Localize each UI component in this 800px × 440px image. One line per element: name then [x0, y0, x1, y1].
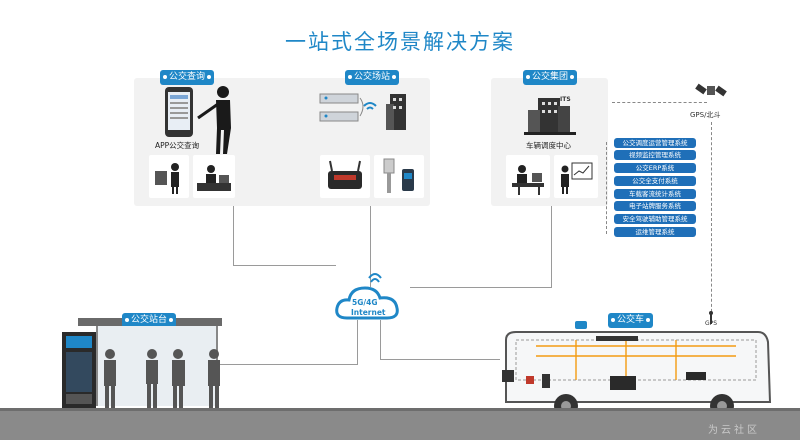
- connector-cloud-stop-h: [212, 364, 358, 365]
- tag-bus-group: 公交集团: [523, 70, 578, 85]
- connector-group-horizontal: [410, 287, 552, 288]
- router-icon: [328, 160, 362, 189]
- desk-user-icon: [197, 165, 231, 191]
- tag-bus-stop: 公交站台: [122, 313, 177, 328]
- card-operator: [506, 155, 550, 198]
- card-kiosk-user: [149, 155, 189, 198]
- person-pointing-icon: [197, 86, 231, 154]
- connector-query-horizontal: [233, 265, 336, 266]
- server-rack-icon: [319, 93, 364, 122]
- tag-bus: 公交车: [608, 313, 654, 328]
- system-item-dispatch: 公交调度运营管理系统: [614, 138, 696, 148]
- e-stop-sign-kiosk-icon: [62, 332, 96, 408]
- cloud-label-network: 5G/4G: [352, 298, 378, 307]
- road: [0, 410, 800, 440]
- operator-at-desk-icon: [512, 165, 544, 195]
- connector-cloud-stop: [357, 320, 358, 365]
- satellite-label: GPS/北斗: [690, 111, 721, 119]
- phone-icon: [165, 87, 193, 137]
- card-presenter: [554, 155, 598, 198]
- caption-dispatch-center: 车辆调度中心: [526, 141, 571, 150]
- system-item-maintenance: 运维管理系统: [614, 227, 696, 237]
- waiting-passengers-icon: [104, 349, 220, 408]
- systems-bracket: [606, 142, 607, 234]
- connector-cloud-bus-h: [380, 359, 500, 360]
- card-router: [320, 155, 370, 198]
- camera-icon: [575, 321, 587, 329]
- system-item-erp: 公交ERP系统: [614, 163, 696, 173]
- bus-antenna-icon: [709, 311, 713, 324]
- kiosk-user-icon: [155, 163, 179, 194]
- cloud-icon: [335, 273, 399, 320]
- system-item-video: 视频监控管理系统: [614, 150, 696, 160]
- system-item-passenger-flow: 车载客流统计系统: [614, 189, 696, 199]
- presenter-chart-icon: [561, 162, 593, 194]
- connector-cloud-bus: [380, 320, 381, 360]
- card-terminal: [374, 155, 424, 198]
- wifi-building-icon: [363, 94, 406, 130]
- page-title: 一站式全场景解决方案: [285, 30, 515, 54]
- cloud-label-internet: Internet: [351, 308, 386, 317]
- tag-bus-query: 公交查询: [160, 70, 215, 85]
- road-curb: [0, 408, 800, 411]
- its-label: ITS: [560, 96, 571, 103]
- caption-app-query: APP公交查询: [155, 141, 200, 150]
- tag-bus-station: 公交场站: [345, 70, 400, 85]
- connector-query-vertical: [233, 205, 234, 265]
- connector-group-vertical: [551, 205, 552, 287]
- system-item-safe-driving: 安全驾驶辅助管理系统: [614, 214, 696, 224]
- card-desk-user: [193, 155, 235, 198]
- system-item-e-stop-sign: 电子站牌服务系统: [614, 201, 696, 211]
- connector-station-vertical: [370, 205, 371, 287]
- connector-group-satellite: [612, 102, 707, 103]
- satellite-icon: [695, 83, 727, 97]
- connector-satellite-bus: [711, 122, 712, 322]
- watermark: 为云社区: [708, 425, 760, 436]
- system-item-payment: 公交全支付系统: [614, 176, 696, 186]
- dispatch-center-building-icon: [524, 98, 576, 135]
- terminal-icon: [383, 158, 414, 193]
